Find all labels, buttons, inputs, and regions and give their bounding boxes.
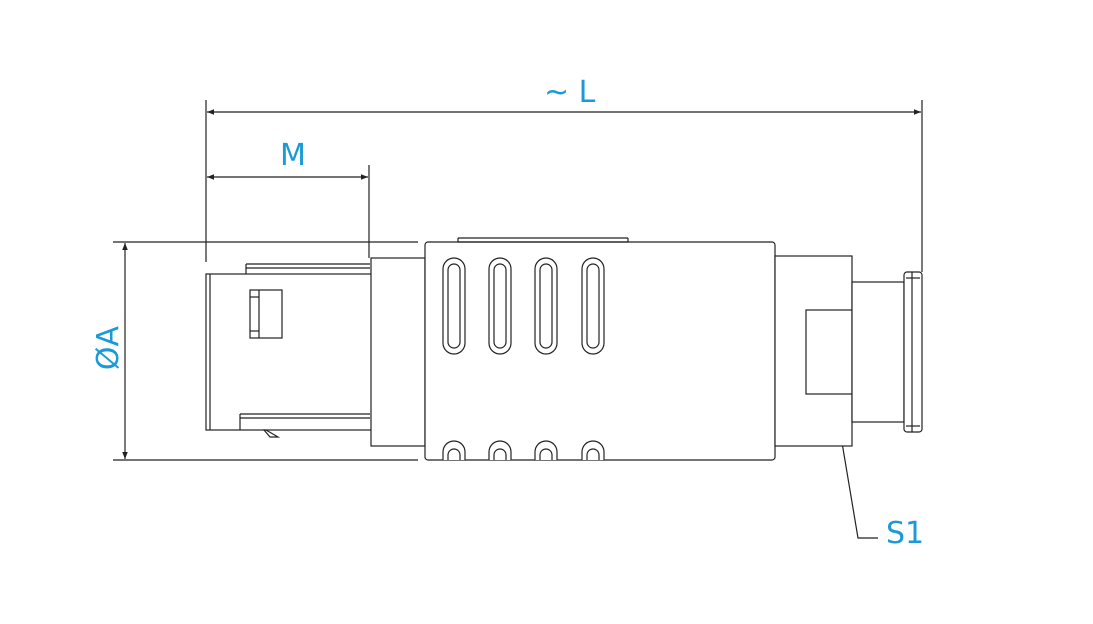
dimension-lines — [113, 100, 923, 539]
cable-nut — [851, 281, 905, 423]
dimension-label-s1: S1 — [886, 516, 925, 551]
end-cap — [903, 271, 923, 433]
wrench-flat-s1 — [805, 309, 853, 395]
dimension-label-diameter: ØA — [91, 325, 126, 371]
coupling-sleeve — [370, 257, 426, 447]
grip-slots-top — [442, 257, 605, 355]
latch-window — [249, 289, 283, 339]
grip-slots-bottom — [442, 440, 605, 460]
dimension-label-length: ~ L — [544, 75, 596, 110]
front-insert — [205, 273, 373, 431]
dimension-label-m: M — [280, 138, 306, 173]
latch-tab — [262, 429, 281, 438]
connector-body — [205, 237, 923, 461]
